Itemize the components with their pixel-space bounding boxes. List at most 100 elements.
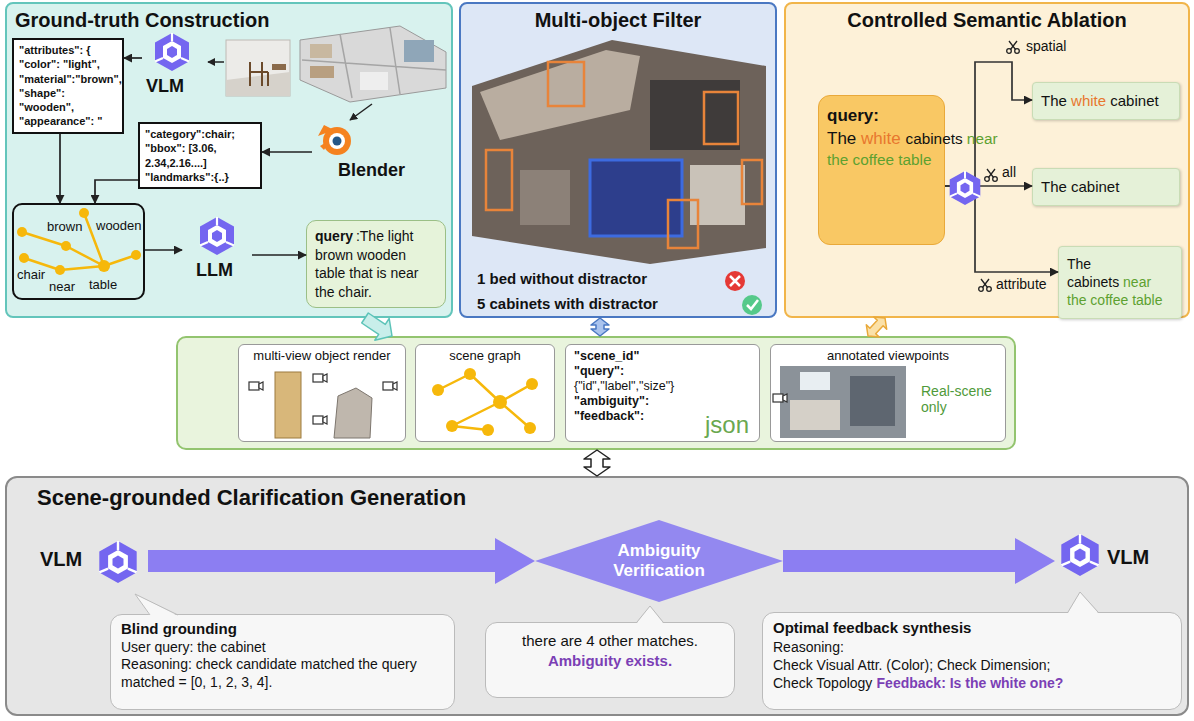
scissors-icon [1007,41,1020,53]
box-title: multi-view object render [239,345,405,363]
block-arrow [148,538,535,584]
scene-render [668,200,698,248]
house-render [300,26,446,102]
scene-render [486,150,512,210]
blender-icon [320,140,330,150]
model-label: VLM [1107,546,1149,569]
graph-sketch [432,368,538,436]
content-box: scene graph [415,344,555,442]
viewpoint-photo [780,366,906,438]
scene-render [704,92,738,144]
box-title: scene graph [416,345,554,363]
room-render [226,40,290,96]
graph-sketch [432,384,444,396]
callout-tail [1068,592,1098,612]
model-label: LLM [196,260,233,281]
query-word: The [827,129,856,148]
json-box: "category":chair; "bbox": [3.06, 2.34,2.… [138,122,262,189]
callout-tail [135,594,178,616]
status-icon [742,295,762,315]
step-title: Blind grounding [121,620,444,639]
edge-label: attribute [994,276,1049,292]
scene-render [548,62,584,106]
graph-sketch [482,424,494,436]
result-text: Feedback: Is the white one? [877,675,1064,691]
multi-view-render [383,382,397,390]
graph-sketch [493,395,507,409]
model-label: VLM [146,76,184,97]
query-key: query [315,228,353,244]
house-render [310,44,332,58]
content-box: annotated viewpointsReal-scene only [770,344,1006,442]
format-tag: json [705,411,749,439]
query-box: query:The light brown wooden table that … [306,220,446,308]
scene-render [472,40,766,264]
filter-note: 5 cabinets with distractor [477,295,658,312]
viewpoint-photo [800,372,830,390]
block-arrow [866,317,886,337]
graph-sketch [131,250,141,260]
block-arrow [362,313,392,340]
step-text: there are 4 other matches. [494,631,726,651]
status-icon [747,300,758,309]
graph-label: near [48,279,76,294]
house-render [360,72,388,90]
graph-sketch [438,374,532,430]
model-icon [99,33,1098,583]
scene-render [650,80,740,150]
house-render [302,28,446,98]
step-text: Check Visual Attr. (Color); Check Dimens… [773,656,1171,674]
blender-icon [318,125,351,155]
callout-box: Blind groundingUser query: the cabinetRe… [110,614,455,710]
graph-sketch [19,253,29,263]
query-word: cabinets [905,130,962,147]
blender-icon [323,127,351,155]
connector-arrow [59,134,61,203]
model-icon [155,33,189,71]
model-node: LLM [182,214,252,288]
room-render [250,62,268,86]
viewpoint-photo [773,366,906,438]
graph-sketch [22,213,136,270]
graph-sketch [526,378,538,390]
viewpoint-photo [850,376,895,426]
attribute-word: white [861,129,901,148]
json-key: "ambiguity": [574,394,751,409]
panel: Scene-grounded Clarification GenerationV… [5,476,1189,716]
graph-sketch [17,208,141,275]
graph-sketch [61,241,71,251]
viewpoint-photo [790,400,840,430]
json-text: "category":chair; "bbox": [3.06, 2.34,2.… [145,127,255,184]
multi-view-render [249,382,263,390]
step-title: Optimal feedback synthesis [773,618,1171,638]
edge-label: spatial [1024,38,1068,54]
blender-icon [329,133,345,149]
output-box: The cabinetsnear the coffee table [1058,246,1182,319]
query-word: The [1041,92,1067,109]
step-text: Check Topology [773,675,872,691]
panel-title: Ground-truth Construction [15,9,269,32]
graph-label: chair [16,267,46,282]
scissors-icon [979,41,1020,291]
model-node: VLM [38,534,148,588]
decision-diamond: Ambiguity Verification [535,520,783,602]
query-word: The cabinets [1067,256,1119,290]
connector-arrow [252,254,306,256]
house-render [300,26,446,102]
model-icon [200,217,234,255]
edge-label: all [1000,164,1018,180]
json-text: {"id","label","size"} [574,379,751,394]
graph-label: table [88,277,118,292]
block-arrow [591,318,609,336]
blender-icon [333,137,342,146]
scissors-icon [979,279,992,291]
content-box: multi-view object render [238,344,406,442]
scene-render [472,40,766,264]
model-node: VLM [142,30,204,102]
scene-render [742,160,762,204]
viewpoint-photo [773,394,787,402]
step-text: Reasoning: check candidate matched the q… [121,656,444,691]
model-node: VLM [1055,530,1170,590]
multi-view-render [249,372,397,438]
